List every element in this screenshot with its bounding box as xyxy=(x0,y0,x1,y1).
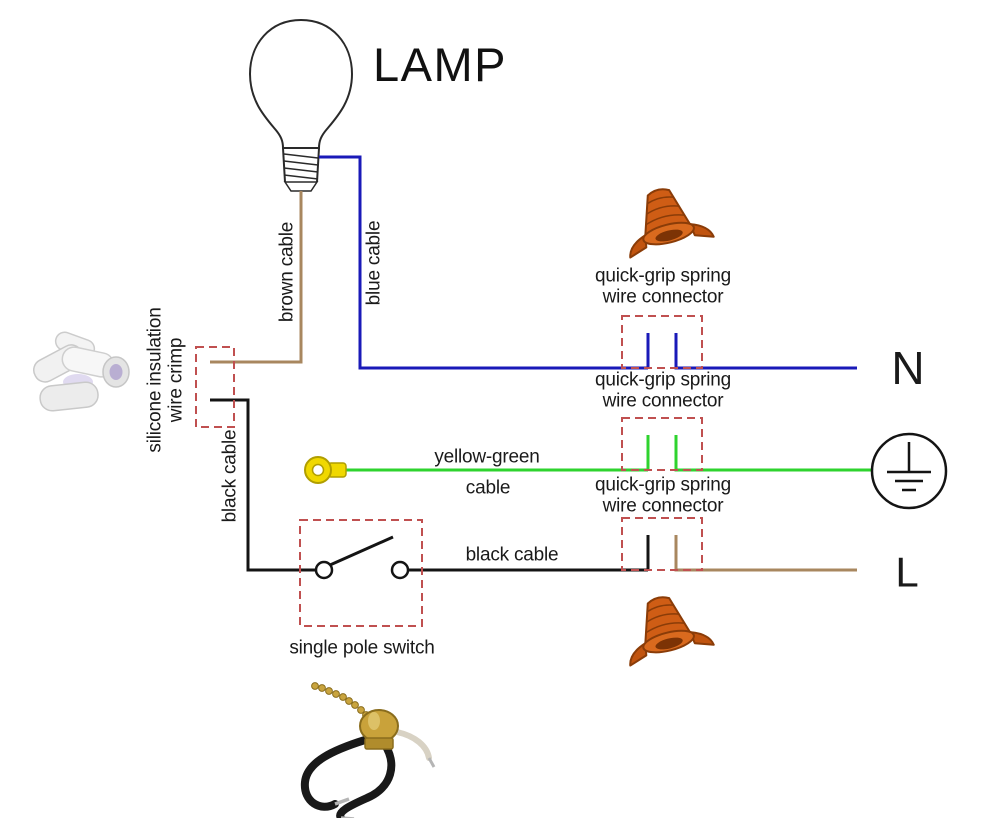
connector-line-label-line1: quick-grip spring xyxy=(595,474,731,496)
lamp-bulb-drawing xyxy=(248,18,354,192)
switch-body-highlight xyxy=(368,712,380,730)
wire-nut-photo-top xyxy=(629,188,715,259)
yellow-green-cable-label-bottom: cable xyxy=(465,477,511,499)
wire-stripped-tip-left xyxy=(334,797,350,806)
switch-terminal-right xyxy=(390,560,410,580)
connector-line-label-line2: wire connector xyxy=(602,495,724,516)
black-cable-drop-label: black cable xyxy=(219,429,241,523)
lamp-title: LAMP xyxy=(373,38,507,91)
wire-crimp-label: silicone insulation wire crimp xyxy=(144,307,186,453)
wire-stripped-tip-white xyxy=(427,757,436,768)
connector-ground-label: quick-grip spring wire connector xyxy=(595,370,731,411)
single-pole-switch-label: single pole switch xyxy=(289,637,435,659)
switch-body xyxy=(359,709,399,743)
wire-crimp-label-line2: wire crimp xyxy=(165,337,186,423)
connector-ground-label-line2: wire connector xyxy=(602,390,724,411)
wire-crimp-label-line1: silicone insulation xyxy=(144,307,166,453)
bulb-glass xyxy=(248,18,354,149)
ground-symbol xyxy=(870,432,948,510)
crimp-cap xyxy=(39,381,99,412)
black-cable-run-label: black cable xyxy=(465,544,559,566)
ring-terminal-hole xyxy=(311,463,325,477)
wire-nut-wing-left xyxy=(629,642,648,667)
switch-nut xyxy=(364,737,394,750)
brown-cable-label: brown cable xyxy=(276,221,298,323)
brown-wire-line-run xyxy=(674,535,857,572)
switch-wire-left xyxy=(300,736,369,811)
switch-box xyxy=(299,519,423,627)
bulb-contact-tip xyxy=(283,181,319,192)
wire-crimps-photo xyxy=(33,331,130,412)
connector-line-label: quick-grip spring wire connector xyxy=(595,475,731,516)
ring-terminal xyxy=(304,456,347,484)
blue-cable-label: blue cable xyxy=(363,220,385,306)
connector-box-ground xyxy=(621,417,703,471)
crimp-cap-hole xyxy=(109,364,123,380)
connector-neutral-label: quick-grip spring wire connector xyxy=(595,266,731,307)
switch-terminal-left xyxy=(314,560,334,580)
pull-chain-switch-photo xyxy=(300,682,436,818)
connector-ground-label-line1: quick-grip spring xyxy=(595,369,731,391)
connector-box-line xyxy=(621,517,703,571)
wire-nut-opening xyxy=(655,229,683,242)
connector-box-neutral xyxy=(621,315,703,369)
terminal-n-label: N xyxy=(891,342,925,395)
switch-blade xyxy=(329,535,394,567)
switch-wire-right xyxy=(336,738,396,818)
pull-chain xyxy=(311,682,370,719)
terminal-l-label: L xyxy=(895,548,919,596)
wire-nut-ridges xyxy=(645,196,685,226)
blue-wire-neutral-run xyxy=(674,333,857,370)
green-wire-ground-run xyxy=(674,435,871,472)
connector-neutral-label-line2: wire connector xyxy=(602,286,724,307)
wire-nut-photo-bottom xyxy=(629,596,715,667)
brown-wire xyxy=(210,191,303,364)
wire-nut-wing-left xyxy=(629,234,648,259)
switch-wire-white xyxy=(394,729,432,761)
connector-neutral-label-line1: quick-grip spring xyxy=(595,265,731,287)
switch-symbol xyxy=(314,535,410,580)
yellow-green-cable-label-top: yellow-green xyxy=(434,446,540,468)
wire-nut-wing-right xyxy=(688,631,715,646)
wire-nut-wing-right xyxy=(688,223,715,238)
black-wire-drop xyxy=(210,398,316,572)
bulb-screw-threads xyxy=(283,153,319,180)
wire-nut-ridges xyxy=(645,604,685,634)
wire-crimp-box xyxy=(195,346,235,428)
wire-nut-opening xyxy=(655,637,683,650)
blue-wire xyxy=(319,155,648,370)
